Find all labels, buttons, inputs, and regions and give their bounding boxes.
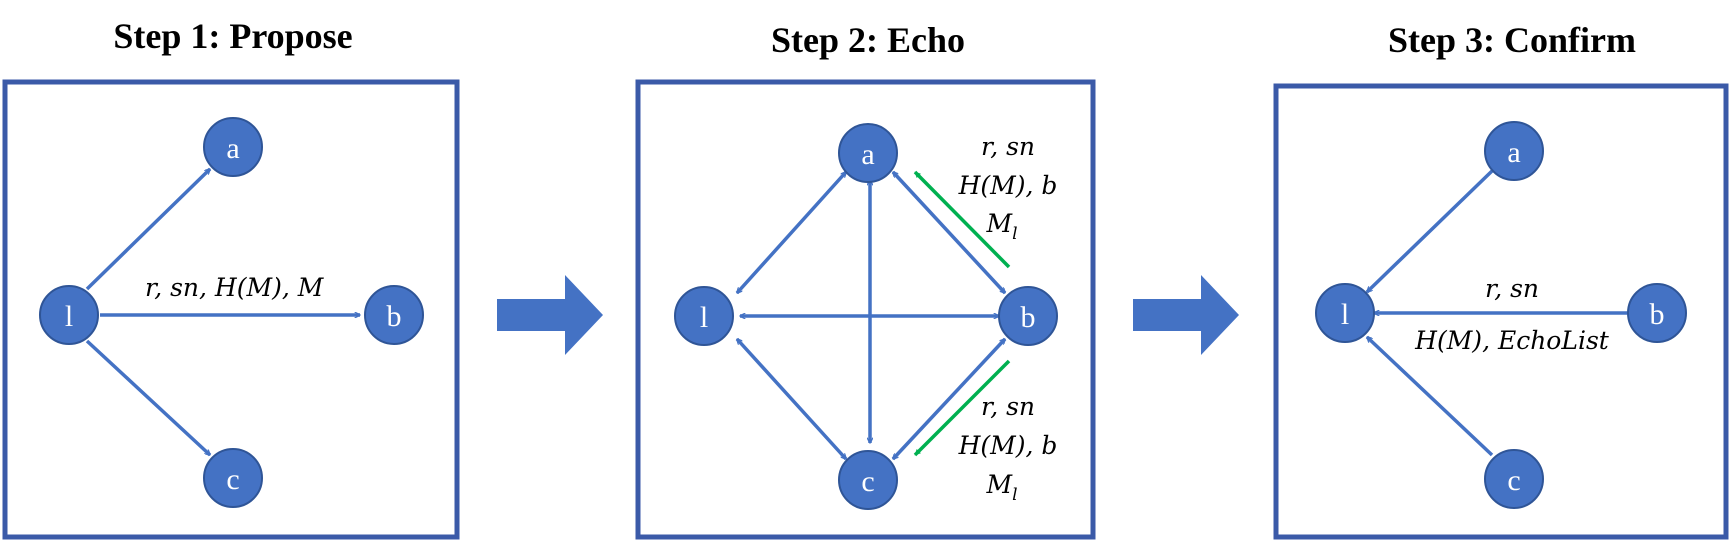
edge-l-a <box>735 172 848 293</box>
node-c-label: c <box>1507 464 1520 497</box>
confirm-label-line-1: r, sn <box>1485 274 1539 303</box>
node-b: b <box>364 285 424 345</box>
node-b-label: b <box>387 300 402 333</box>
node-a-label: a <box>226 132 239 165</box>
echo-label-top-line-1: r, sn <box>981 132 1035 161</box>
node-c-label: c <box>861 465 874 498</box>
echo-label-bottom-line-1: r, sn <box>981 392 1035 421</box>
node-l: l <box>674 286 734 346</box>
propose-message-label: r, sn, H(M), M <box>145 273 325 302</box>
node-a: a <box>838 123 898 183</box>
echo-arrow-b-to-a <box>913 170 1011 269</box>
panel-step-2: Step 2: Echo r, sn H(M), b Ml r, sn H(M)… <box>635 20 1096 540</box>
edge-l-to-c <box>85 339 210 455</box>
node-a-label: a <box>861 138 874 171</box>
node-l-label: l <box>1341 298 1349 331</box>
step-2-title: Step 2: Echo <box>771 20 965 60</box>
edge-a-to-l <box>1367 169 1494 292</box>
panel-step-1: Step 1: Propose r, sn, H(M), M l a b c <box>2 16 460 540</box>
confirm-label-line-2: H(M), EchoList <box>1414 326 1610 355</box>
edge-c-to-l <box>1367 337 1494 457</box>
edge-b-c <box>893 339 1005 459</box>
node-c: c <box>838 450 898 510</box>
right-arrow-icon <box>1133 275 1239 355</box>
echo-label-top-line-2: H(M), b <box>958 171 1058 200</box>
node-a-label: a <box>1507 136 1520 169</box>
node-c: c <box>203 448 263 508</box>
node-l-label: l <box>700 301 708 334</box>
node-a: a <box>1484 121 1544 181</box>
node-b-label: b <box>1650 298 1665 331</box>
node-c: c <box>1484 449 1544 509</box>
node-a: a <box>203 117 263 177</box>
node-l: l <box>39 285 99 345</box>
node-c-label: c <box>226 463 239 496</box>
edge-l-c <box>737 339 846 459</box>
right-arrow-icon <box>497 275 603 355</box>
panel-step-3: Step 3: Confirm r, sn H(M), EchoList l a… <box>1273 20 1729 540</box>
echo-arrow-b-to-c <box>913 359 1011 457</box>
node-l-label: l <box>65 300 73 333</box>
node-b-label: b <box>1021 301 1036 334</box>
node-l: l <box>1315 283 1375 343</box>
node-b: b <box>998 286 1058 346</box>
step-3-title: Step 3: Confirm <box>1388 20 1636 60</box>
step-1-title: Step 1: Propose <box>113 16 352 56</box>
node-b: b <box>1627 283 1687 343</box>
edge-l-to-a <box>85 169 210 291</box>
edge-a-b <box>893 172 1005 293</box>
echo-label-bottom-line-2: H(M), b <box>958 431 1058 460</box>
